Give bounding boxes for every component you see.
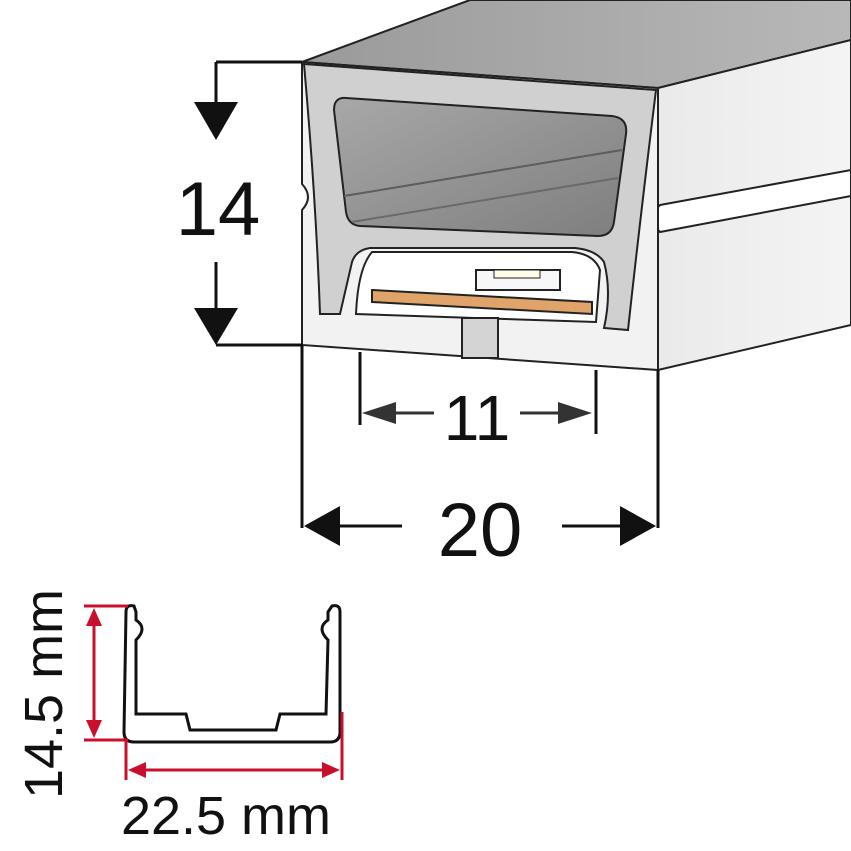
channel-profile-outline	[122, 604, 342, 744]
led-chip-emitter	[493, 269, 541, 279]
window-reflection-line	[343, 149, 623, 197]
channel-height-label: 14.5 mm	[14, 589, 74, 799]
height-arrow-down-icon	[194, 102, 238, 140]
outer-width-arrow-right-icon	[620, 506, 656, 546]
channel-height-arrow-up-icon	[86, 608, 102, 626]
inner-width-dimension: 11	[358, 352, 598, 454]
channel-width-arrow-right-icon	[322, 762, 340, 778]
led-pcb-strip	[371, 288, 593, 316]
window-reflection-line	[351, 177, 619, 223]
neon-profile-3d	[301, 0, 851, 372]
height-dimension: 14	[176, 60, 302, 347]
outer-width-arrow-left-icon	[304, 506, 340, 546]
outer-width-label: 20	[438, 488, 523, 573]
channel-width-arrow-left-icon	[128, 762, 146, 778]
inner-width-arrow-right-icon	[558, 402, 592, 424]
height-label: 14	[176, 167, 261, 252]
outer-width-dimension: 20	[300, 345, 660, 573]
height-arrow-down-icon	[194, 308, 238, 345]
inner-width-arrow-left-icon	[362, 402, 396, 424]
profile-bottom-stem	[461, 317, 499, 359]
aluminium-channel-section: 14.5 mm 22.5 mm	[14, 589, 344, 846]
profile-diffuser-window	[332, 96, 628, 238]
inner-width-label: 11	[444, 382, 510, 454]
channel-height-arrow-down-icon	[86, 720, 102, 738]
channel-width-label: 22.5 mm	[121, 786, 331, 846]
